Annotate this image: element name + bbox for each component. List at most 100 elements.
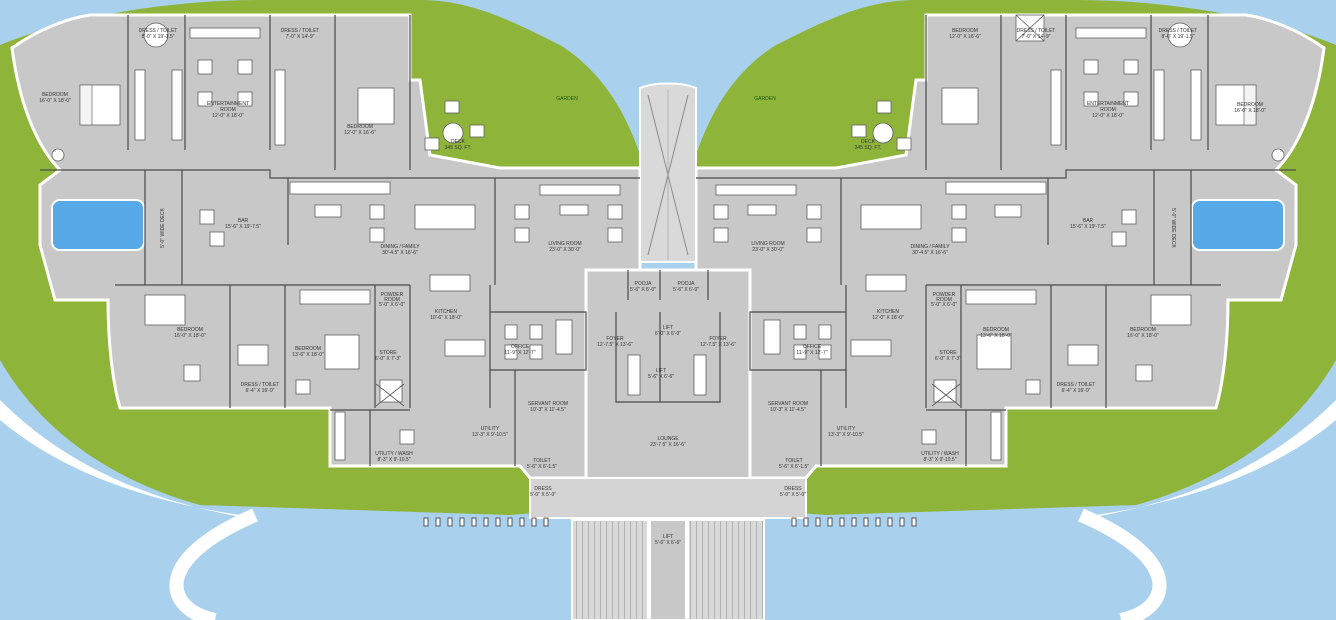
label-dress-toilet-r3: DRESS / TOILET xyxy=(1057,382,1096,388)
label-servant-l: SERVANT ROOM xyxy=(528,401,568,407)
walls-left xyxy=(40,15,640,466)
label-ent-l: ENTERTAINMENT xyxy=(207,101,249,107)
label-bedroom-r1: BEDROOM xyxy=(952,28,978,34)
deck-table-right xyxy=(872,122,894,144)
label-ent-r-room: ROOM xyxy=(1100,107,1116,113)
label-powder-r-room: ROOM xyxy=(936,297,952,303)
label-lift-2: LIFT xyxy=(656,368,666,374)
label-bedroom-l1: BEDROOM xyxy=(42,92,68,98)
label-dress-toilet-l3-dim: 6'-4" X 16'-0" xyxy=(246,388,275,394)
label-dress-toilet-r2: DRESS / TOILET xyxy=(1159,28,1198,34)
label-servant-r-dim: 10'-3" X 11'-4.5" xyxy=(770,407,806,413)
label-toilet-r: TOILET xyxy=(785,458,802,464)
label-living-r: LIVING ROOM xyxy=(751,241,784,247)
label-deck-l-area: 345 SQ. FT. xyxy=(445,145,472,151)
label-office-l-dim: 11'-9" X 12'-7" xyxy=(504,350,535,356)
deck-table-left xyxy=(442,122,464,144)
label-bedroom-l4: BEDROOM xyxy=(295,346,321,352)
label-kitchen-l-dim: 10'-6" X 18'-0" xyxy=(430,315,462,321)
lounge-floor xyxy=(584,268,752,482)
label-living-r-dim: 23'-0" X 30'-0" xyxy=(752,247,784,253)
garden-labels: GARDEN GARDEN xyxy=(556,96,776,102)
label-wide-deck-l: 5'-0" WIDE DECK xyxy=(160,207,166,247)
walls-right xyxy=(696,15,1296,466)
label-pooja-l-dim: 5'-6" X 6'-0" xyxy=(630,287,656,293)
label-kitchen-r: KITCHEN xyxy=(877,309,899,315)
bed-right-3 xyxy=(1150,294,1192,326)
label-pooja-l: POOJA xyxy=(635,281,653,287)
label-bedroom-r4: BEDROOM xyxy=(983,327,1009,333)
label-servant-r: SERVANT ROOM xyxy=(768,401,808,407)
label-bedroom-r3: BEDROOM xyxy=(1130,327,1156,333)
label-utility-r: UTILITY xyxy=(837,426,856,432)
label-living-l-dim: 23'-0" X 30'-0" xyxy=(549,247,581,253)
label-ent-l-dim: 12'-0" X 18'-0" xyxy=(212,113,244,119)
furniture-right xyxy=(713,14,1285,461)
label-lift-2-dim: 5'-6" X 6'-6" xyxy=(648,374,674,380)
label-bar-r: BAR xyxy=(1083,218,1094,224)
label-foyer-l-dim: 12'-7.5" X 13'-6" xyxy=(597,342,633,348)
pathway-curve-left xyxy=(169,508,258,620)
pool-right xyxy=(1191,199,1285,251)
right-wing-floor xyxy=(694,13,1326,480)
garden-label-left: GARDEN xyxy=(556,96,578,102)
label-foyer-r-dim: 12'-7.5" X 13'-6" xyxy=(700,342,736,348)
label-lounge: LOUNGE xyxy=(657,436,679,442)
bridge xyxy=(639,82,697,263)
label-bar-l: BAR xyxy=(238,218,249,224)
label-store-l: STORE xyxy=(379,350,397,356)
label-dress-small-l-dim: 5'-0" X 5'-0" xyxy=(530,492,556,498)
label-deck-l: DECK xyxy=(451,139,466,145)
label-lift-1: LIFT xyxy=(663,325,673,331)
label-dress-toilet-l3: DRESS / TOILET xyxy=(241,382,280,388)
room-labels-center: POOJA 5'-6" X 6'-0" POOJA 5'-6" X 6'-0" … xyxy=(630,281,699,546)
label-bedroom-r3-dim: 16'-0" X 18'-0" xyxy=(1127,333,1159,339)
label-toilet-r-dim: 5'-6" X 6'-1.5" xyxy=(779,464,809,470)
label-lift-1-dim: 6'-0" X 6'-0" xyxy=(655,331,681,337)
label-dining-r-dim: 30'-4.5" X 16'-6" xyxy=(912,250,948,256)
lift-cross-marks xyxy=(375,383,961,407)
label-dress-toilet-r2-dim: 8'-0" X 19'-1.5" xyxy=(1162,34,1195,40)
label-pooja-r: POOJA xyxy=(678,281,696,287)
label-lift-3: LIFT xyxy=(663,534,673,540)
label-bedroom-l4-dim: 13'-6" X 18'-0" xyxy=(292,352,324,358)
label-powder-l-room: ROOM xyxy=(384,297,400,303)
label-foyer-l: FOYER xyxy=(606,336,624,342)
label-dress-small-r: DRESS xyxy=(784,486,802,492)
stairs-left xyxy=(571,519,649,620)
pool-left xyxy=(51,199,145,251)
label-dress-toilet-r3-dim: 6'-4" X 16'-0" xyxy=(1062,388,1091,394)
label-utility-wash-r: UTILITY / WASH xyxy=(921,451,959,457)
left-wing-floor xyxy=(10,13,642,480)
bollards-right xyxy=(791,517,917,527)
label-pooja-r-dim: 5'-6" X 6'-0" xyxy=(673,287,699,293)
label-office-r: OFFICE xyxy=(803,344,822,350)
entrance-floor xyxy=(529,477,807,519)
label-bedroom-l2: BEDROOM xyxy=(347,124,373,130)
dining-table-left xyxy=(414,204,476,230)
bollards-left xyxy=(423,517,549,527)
lift-shaft-bottom xyxy=(649,519,687,620)
bathtub-left xyxy=(143,22,169,48)
label-utility-wash-r-dim: 8'-3" X 9'-10.5" xyxy=(924,457,957,463)
room-labels-left: DRESS / TOILET 8'-0" X 19'-1.5" DRESS / … xyxy=(39,28,633,498)
label-ent-l-room: ROOM xyxy=(220,107,236,113)
label-toilet-l: TOILET xyxy=(533,458,550,464)
label-dress-toilet-l2-dim: 7'-0" X 14'-9" xyxy=(286,34,315,40)
bed-left-3 xyxy=(144,294,186,326)
bathtub-right xyxy=(1167,22,1193,48)
room-labels-right: BEDROOM 12'-0" X 16'-6" DRESS / TOILET 7… xyxy=(700,28,1266,498)
label-lift-3-dim: 5'-6" X 6'-6" xyxy=(655,540,681,546)
label-kitchen-l: KITCHEN xyxy=(435,309,457,315)
dining-table-right xyxy=(860,204,922,230)
bed-left-2 xyxy=(357,87,395,125)
label-ent-r: ENTERTAINMENT xyxy=(1087,101,1129,107)
label-powder-r-dim: 5'-0" X 6'-0" xyxy=(931,302,957,308)
label-store-l-dim: 6'-0" X 7'-3" xyxy=(375,356,401,362)
label-lounge-dim: 23'-7.5" X 16'-6" xyxy=(650,442,686,448)
label-bedroom-r2-dim: 16'-0" X 18'-0" xyxy=(1234,108,1266,114)
label-dress-toilet-r1: DRESS / TOILET xyxy=(1017,28,1056,34)
label-utility-wash-l-dim: 8'-3" X 9'-10.5" xyxy=(378,457,411,463)
label-bedroom-l3: BEDROOM xyxy=(177,327,203,333)
